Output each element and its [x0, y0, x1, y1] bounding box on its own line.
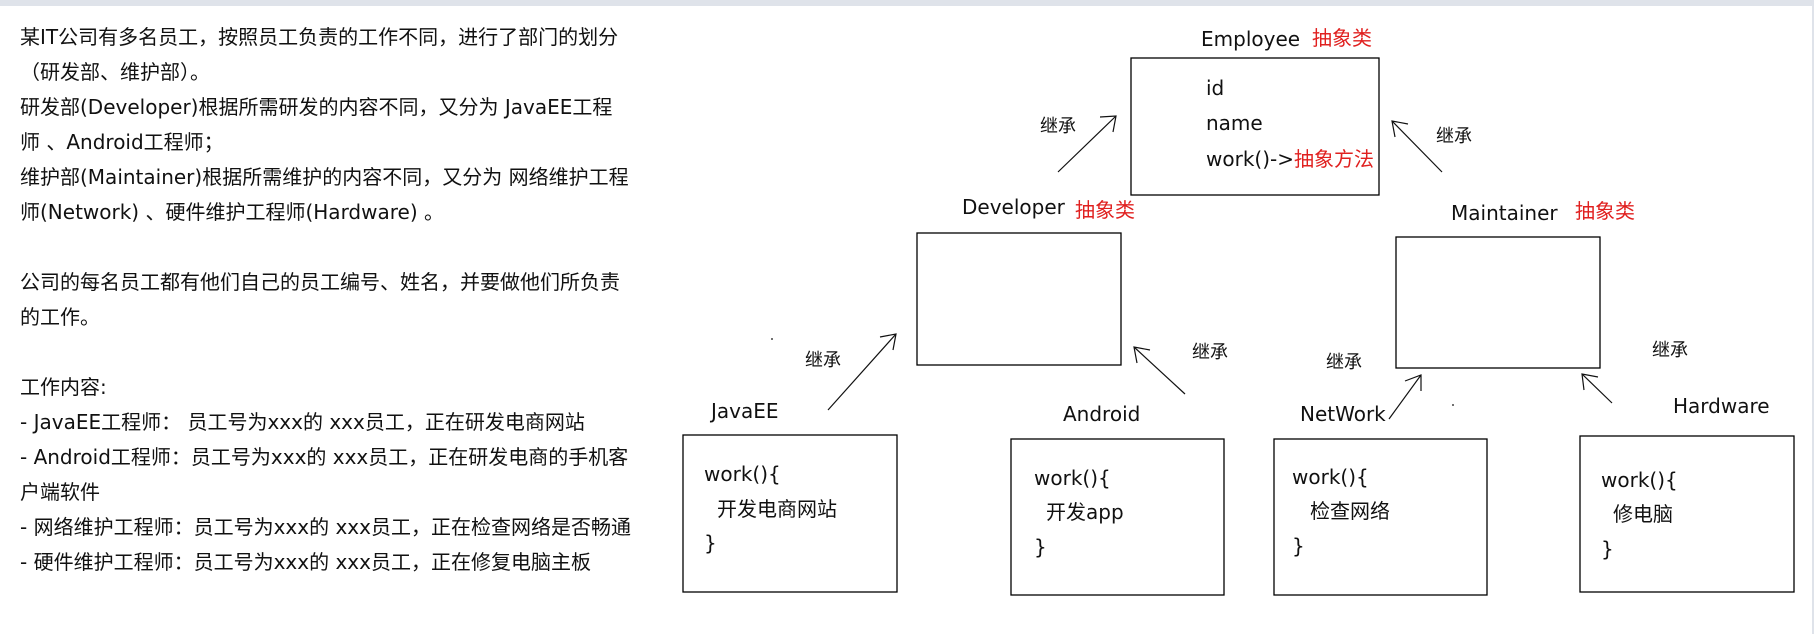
text-line: 师(Network) 、硬件维护工程师(Hardware) 。: [20, 200, 444, 224]
text-line: - Android工程师：员工号为xxx的 xxx员工，正在研发电商的手机客: [20, 445, 629, 469]
inherit-arrow-javaee-to-developer: [827, 333, 897, 411]
developer-abstract-tag: 抽象类: [1075, 198, 1135, 222]
developer-class-box: [916, 232, 1122, 366]
inherit-arrow-maintainer-to-employee: [1391, 120, 1443, 173]
stray-dot: [771, 338, 773, 340]
text-line: - 网络维护工程师：员工号为xxx的 xxx员工，正在检查网络是否畅通: [20, 515, 631, 539]
android-work-close: }: [1034, 535, 1047, 559]
text-line: 某IT公司有多名员工，按照员工负责的工作不同，进行了部门的划分: [20, 25, 619, 49]
inherit-label: 继承: [1192, 342, 1228, 363]
android-work-open: work(){: [1034, 466, 1111, 490]
inherit-arrow-network-to-maintainer: [1388, 374, 1422, 420]
javaee-work-open: work(){: [704, 462, 781, 486]
inherit-label: 继承: [1652, 340, 1688, 361]
employee-abstract-tag: 抽象类: [1312, 26, 1372, 50]
requirements-text: 某IT公司有多名员工，按照员工负责的工作不同，进行了部门的划分 （研发部、维护部…: [20, 20, 632, 580]
android-title: Android: [1063, 402, 1140, 426]
hardware-work-close: }: [1601, 537, 1614, 561]
inherit-arrow-hardware-to-maintainer: [1581, 373, 1613, 404]
maintainer-abstract-tag: 抽象类: [1575, 199, 1635, 223]
inherit-label: 继承: [1326, 352, 1362, 373]
employee-class-box: [1130, 57, 1380, 196]
android-class-box: [1010, 438, 1225, 596]
employee-method-work: work()->抽象方法: [1206, 147, 1374, 171]
abstract-method-tag: 抽象方法: [1294, 147, 1374, 171]
android-work-body: 开发app: [1046, 500, 1124, 524]
text-line: - 硬件维护工程师：员工号为xxx的 xxx员工，正在修复电脑主板: [20, 550, 591, 574]
network-work-body: 检查网络: [1310, 499, 1390, 523]
text-line: （研发部、维护部）。: [20, 60, 210, 84]
inherit-label: 继承: [1040, 116, 1076, 137]
network-class-box: [1273, 438, 1488, 596]
text-line: - JavaEE工程师： 员工号为xxx的 xxx员工，正在研发电商网站: [20, 410, 585, 434]
javaee-title: JavaEE: [709, 399, 779, 423]
network-title: NetWork: [1300, 402, 1386, 426]
javaee-work-body: 开发电商网站: [717, 497, 837, 521]
hardware-title: Hardware: [1673, 394, 1770, 418]
text-line: 维护部(Maintainer)根据所需维护的内容不同，又分为 网络维护工程: [20, 165, 629, 189]
hardware-work-body: 修电脑: [1613, 502, 1673, 526]
maintainer-class-box: [1395, 236, 1601, 369]
developer-title: Developer: [962, 195, 1066, 219]
text-line: 公司的每名员工都有他们自己的员工编号、姓名，并要做他们所负责: [20, 270, 620, 294]
network-work-open: work(){: [1292, 465, 1369, 489]
window-top-border: [0, 0, 1814, 6]
text-line: 工作内容:: [20, 375, 107, 399]
inherit-arrow-android-to-developer: [1133, 346, 1186, 395]
javaee-class-box: [682, 434, 898, 593]
inherit-label: 继承: [805, 350, 841, 371]
inherit-label: 继承: [1436, 126, 1472, 147]
employee-field-id: id: [1206, 76, 1224, 100]
text-line: 户端软件: [20, 480, 100, 504]
inherit-arrow-developer-to-employee: [1057, 115, 1117, 173]
hardware-work-open: work(){: [1601, 468, 1678, 492]
maintainer-title: Maintainer: [1451, 201, 1558, 225]
employee-field-name: name: [1206, 111, 1263, 135]
employee-title: Employee: [1201, 27, 1300, 51]
hardware-class-box: [1579, 435, 1795, 593]
text-line: 的工作。: [20, 305, 100, 329]
network-work-close: }: [1292, 534, 1305, 558]
stray-dot: [1452, 404, 1454, 406]
window-right-border: [1812, 0, 1814, 634]
method-signature: work()->: [1206, 147, 1294, 171]
text-line: 师 、Android工程师；: [20, 130, 224, 154]
javaee-work-close: }: [704, 531, 717, 555]
text-line: 研发部(Developer)根据所需研发的内容不同，又分为 JavaEE工程: [20, 95, 613, 119]
